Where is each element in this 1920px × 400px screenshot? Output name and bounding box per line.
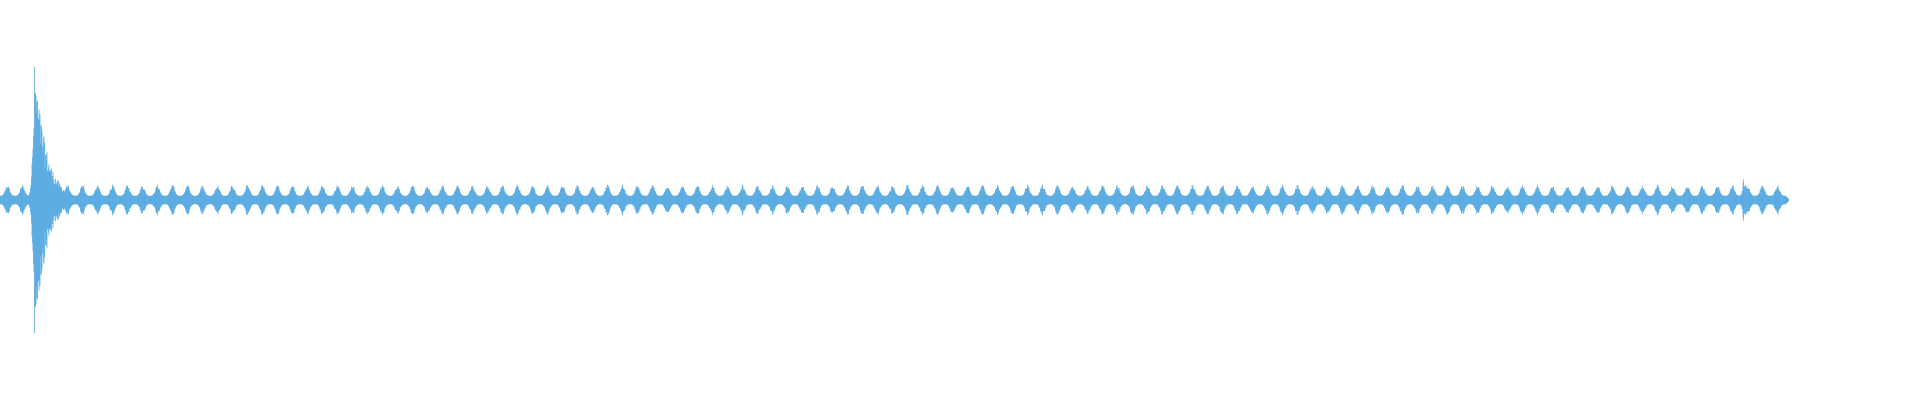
waveform-samples [0, 66, 1787, 334]
waveform-end-marker [1783, 197, 1789, 203]
